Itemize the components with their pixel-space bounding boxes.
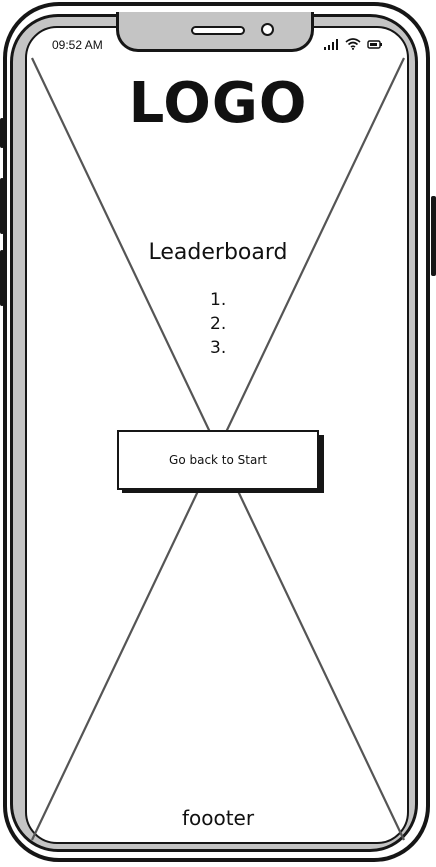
footer: foooter [181,806,255,830]
battery-icon [367,37,383,55]
phone-notch [116,12,314,52]
phone-volume-down-button [0,250,4,306]
go-back-to-start-button[interactable]: Go back to Start [117,430,319,490]
leaderboard-entry-3: 3. [210,338,227,358]
leaderboard-title: Leaderboard [148,240,288,265]
signal-bars-icon [323,37,339,55]
status-icons [323,37,383,51]
phone-volume-up-button [0,178,4,234]
phone-mute-switch [0,118,4,148]
status-time: 09:52 AM [52,38,103,52]
speaker-grille [191,26,245,35]
leaderboard-list: 1. 2. 3. [210,288,250,360]
wifi-icon [345,37,361,55]
front-camera-icon [261,23,274,36]
leaderboard-entry-1: 1. [210,290,227,310]
logo: LOGO [128,71,308,136]
leaderboard-entry-2: 2. [210,314,227,334]
phone-power-button [431,196,436,276]
